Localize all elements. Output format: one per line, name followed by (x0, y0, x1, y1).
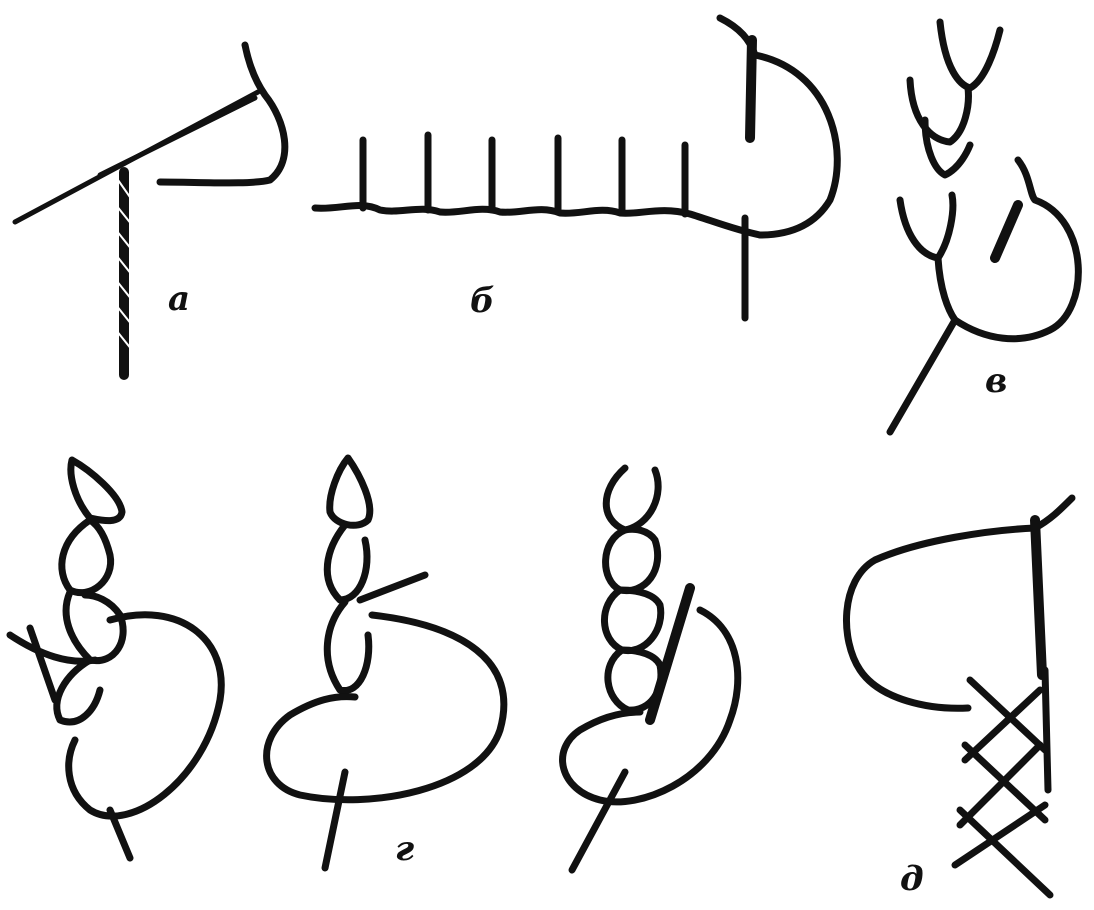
figure-v-label: в (985, 361, 1007, 401)
figure-g-step-2-tail (325, 772, 345, 868)
figure-a: а (15, 45, 285, 375)
figure-g: г (10, 458, 738, 870)
figure-g-step-3-ring-1 (606, 529, 658, 590)
figure-v-loop (955, 160, 1078, 339)
figure-g-step-1-chain-1 (62, 520, 111, 593)
figure-v-stem (938, 258, 955, 320)
figure-b-base-line (315, 205, 760, 235)
figure-b-loop (720, 18, 837, 235)
figure-b-label: б (470, 281, 495, 321)
figure-g-step-3-needle-thread (650, 588, 690, 720)
figure-g-step-3 (563, 468, 738, 870)
figure-d-label: д (900, 859, 924, 899)
figure-g-step-2-chain-1 (327, 525, 367, 600)
figure-b: б (315, 18, 837, 321)
figure-g-step-2-loop (267, 615, 504, 800)
figure-a-label: а (168, 279, 190, 319)
figure-v-v-2 (910, 80, 968, 142)
figure-g-step-1-chain-2 (66, 592, 123, 661)
figure-g-step-2-drop (330, 458, 370, 525)
figure-g-step-2-cross (360, 575, 425, 600)
figure-d-vertical-thread (1035, 520, 1042, 675)
figure-v-tail (890, 320, 955, 432)
figure-g-label: г (395, 829, 414, 869)
figure-b-vertical-thread (750, 40, 752, 138)
figure-v: в (890, 22, 1078, 432)
figure-g-step-3-ring-2 (604, 590, 660, 651)
figure-a-diagonal-thread-2 (100, 98, 255, 175)
figure-d-cross-1a (970, 680, 1045, 750)
figure-g-step-1-chain-3 (57, 660, 100, 722)
figure-g-step-2-chain-2 (327, 602, 368, 691)
figure-d: д (846, 498, 1072, 899)
figure-v-v-1 (940, 22, 1000, 88)
figure-g-step-2: г (267, 458, 504, 869)
figure-g-step-1-drop (71, 460, 122, 521)
figure-v-needle-thread (995, 205, 1018, 258)
figure-d-cross-1b (965, 690, 1040, 760)
figure-g-step-1-cross (10, 628, 95, 700)
figure-d-right-rail (1045, 670, 1048, 790)
figure-g-step-3-top (606, 468, 658, 530)
figure-g-step-1-loop (69, 615, 222, 816)
figure-g-step-1 (10, 460, 221, 858)
figure-v-v-4 (900, 195, 953, 258)
